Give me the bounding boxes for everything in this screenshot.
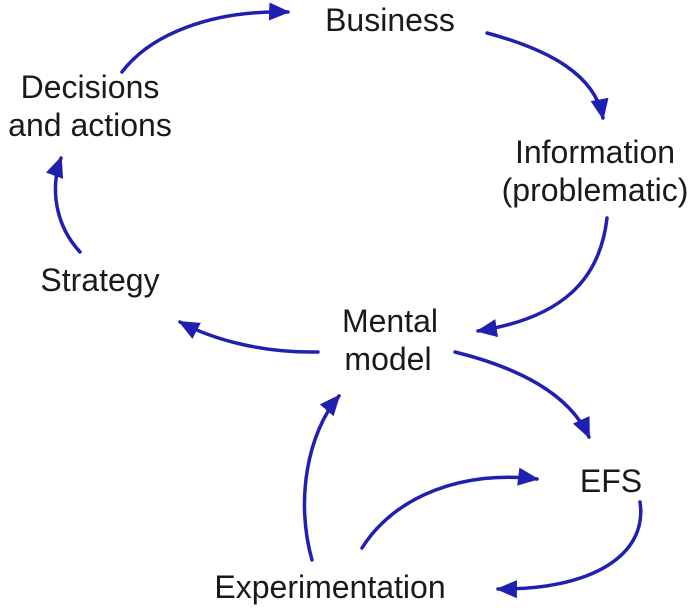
- node-efs: EFS: [580, 463, 642, 499]
- node-business: Business: [325, 2, 455, 38]
- node-experimentation: Experimentation: [214, 569, 445, 605]
- edge-experimentation-to-mental-model: [302, 394, 341, 562]
- node-decisions-line1: Decisions: [21, 69, 160, 105]
- edge-business-to-information: [485, 31, 609, 121]
- edge-efs-to-experimentation: [495, 500, 643, 599]
- node-decisions-line2: and actions: [8, 107, 172, 143]
- edge-mental-model-to-efs: [453, 350, 591, 439]
- edge-experimentation-to-efs: [360, 467, 540, 550]
- node-strategy: Strategy: [40, 262, 159, 298]
- node-mental-model-line2: model: [344, 341, 431, 377]
- edge-mental-model-to-strategy: [178, 320, 320, 354]
- node-information-line2: (problematic): [502, 172, 689, 208]
- edge-information-to-mental-model: [475, 216, 609, 338]
- edge-strategy-to-decisions: [45, 156, 82, 254]
- node-information-line1: Information: [515, 134, 675, 170]
- edge-decisions-to-business: [120, 2, 291, 74]
- node-mental-model-line1: Mental: [342, 303, 438, 339]
